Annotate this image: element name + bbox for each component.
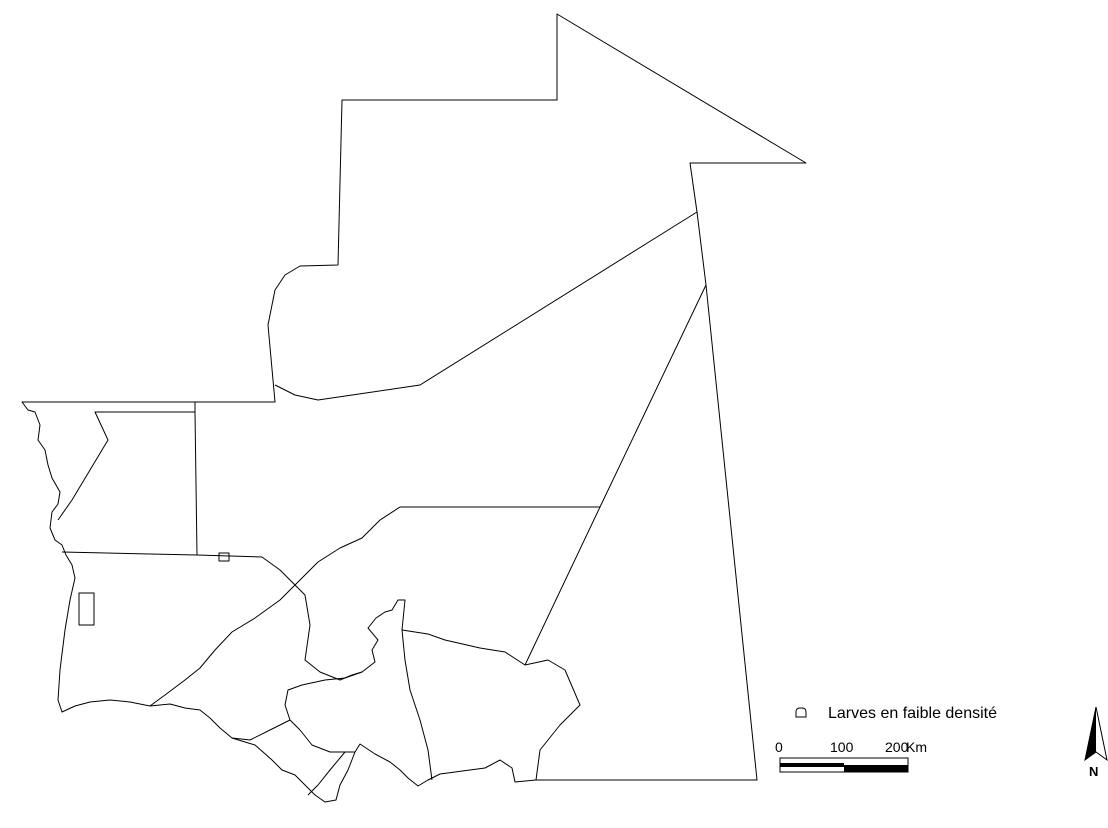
scale-tick-200: 200 bbox=[885, 739, 909, 755]
north-arrow: N bbox=[1084, 706, 1108, 779]
country-boundary bbox=[21, 13, 807, 803]
scale-tick-100: 100 bbox=[830, 739, 854, 755]
boundary-south-e bbox=[307, 751, 346, 796]
boundary-northwest-b bbox=[194, 411, 198, 556]
rounded-box-icon bbox=[795, 707, 807, 718]
boundary-north bbox=[274, 211, 698, 401]
scale-segment-left bbox=[780, 763, 844, 767]
scale-unit: Km bbox=[906, 739, 927, 755]
boundary-east-diagonal bbox=[524, 284, 707, 666]
boundary-diagonal-southwest bbox=[149, 506, 600, 707]
scale-segment-right bbox=[844, 765, 908, 772]
boundary-west-middle bbox=[61, 551, 306, 596]
boundary-south-b bbox=[401, 629, 433, 781]
boundary-northwest-a bbox=[57, 402, 196, 521]
legend: Larves en faible densité bbox=[795, 705, 997, 722]
legend-label: Larves en faible densité bbox=[828, 705, 997, 722]
boundary-south-d bbox=[231, 719, 291, 741]
scale-bar: 0 100 200 Km bbox=[775, 739, 927, 773]
region-small-box bbox=[78, 592, 95, 626]
north-label: N bbox=[1089, 764, 1098, 779]
boundary-south-c bbox=[284, 671, 363, 753]
scale-tick-0: 0 bbox=[775, 739, 783, 755]
larvae-site-marker bbox=[218, 552, 230, 562]
